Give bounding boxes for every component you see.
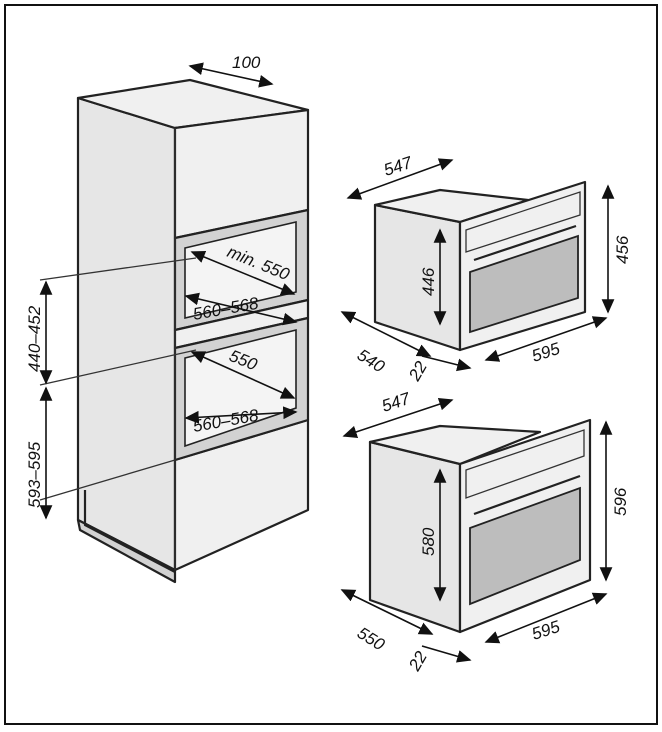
compact-side-depth-dimension <box>340 311 432 357</box>
upper-height-label: 440–452 <box>25 305 44 372</box>
diagram-frame <box>4 4 658 725</box>
compact-panel-offset-label: 22 <box>405 358 432 385</box>
full-depth-dimension <box>342 397 454 439</box>
compact-oven-handle <box>473 224 577 262</box>
compact-front-height-label: 446 <box>419 267 438 296</box>
compact-side-depth-label: 540 <box>354 345 389 376</box>
full-front-height-label: 580 <box>419 527 438 556</box>
compact-oven-body-side <box>373 203 462 352</box>
upper-width-dimension <box>184 292 298 326</box>
cabinet-plinth <box>76 518 177 584</box>
lower-height-label: 593–595 <box>25 441 44 508</box>
compact-panel-offset-dimension <box>421 355 472 372</box>
full-oven-window <box>469 486 581 606</box>
full-width-label: 595 <box>529 617 562 644</box>
full-width-dimension <box>484 592 608 644</box>
compact-depth-dimension <box>346 158 454 200</box>
lower-depth-dimension <box>190 351 296 399</box>
full-oven-body-side <box>368 440 462 634</box>
full-oven-handle <box>473 474 581 516</box>
top-depth-label: 100 <box>232 53 261 72</box>
top-depth-dimension <box>188 62 274 88</box>
full-oven: 547 550 580 596 595 22 <box>340 389 630 675</box>
opening-depth-dimension <box>190 250 296 296</box>
compact-oven: 547 540 446 456 595 22 <box>340 153 632 385</box>
cabinet-side-panel <box>76 96 177 572</box>
compact-oven-window <box>469 234 579 334</box>
compact-height-label: 456 <box>613 235 632 264</box>
full-height-label: 596 <box>611 487 630 516</box>
full-panel-offset-label: 22 <box>405 648 432 675</box>
compact-width-dimension <box>484 316 608 362</box>
full-side-depth-dimension <box>340 589 434 635</box>
plinth-edge <box>83 490 176 573</box>
lower-width-dimension <box>184 406 298 424</box>
full-side-depth-label: 550 <box>354 623 389 654</box>
tall-cabinet: 100 min. 550 560–568 550 560–568 440–452… <box>25 53 310 584</box>
full-panel-offset-dimension <box>421 645 472 663</box>
full-depth-label: 547 <box>379 389 412 416</box>
